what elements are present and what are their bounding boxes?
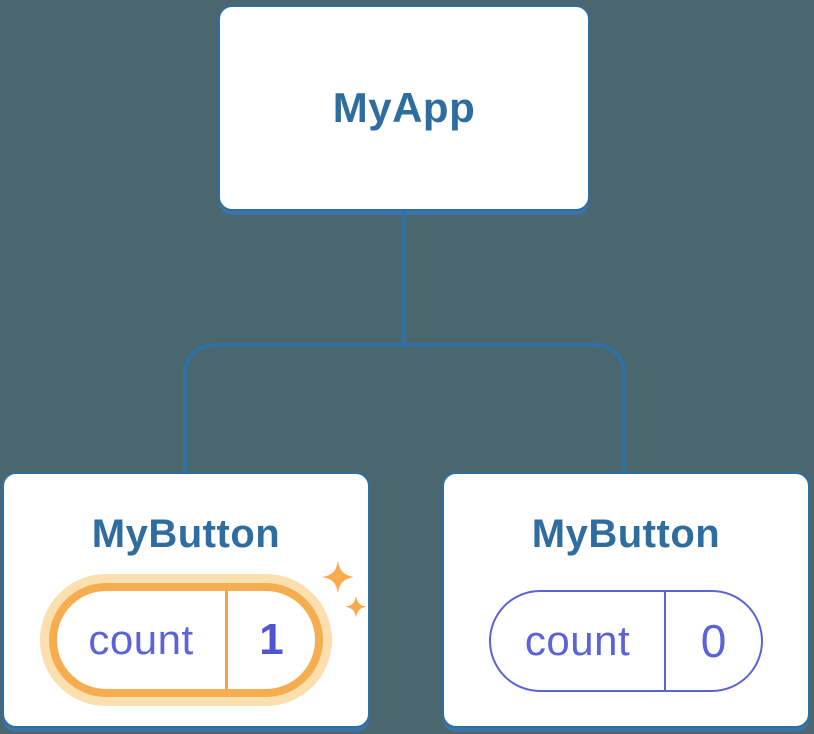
tree-node-root: MyApp: [218, 5, 590, 211]
connector-branch: [183, 343, 626, 473]
state-pill: count 0: [489, 590, 763, 692]
state-key-label: count: [88, 616, 194, 663]
tree-node-child-left: MyButton count 1: [2, 472, 370, 728]
node-title: MyButton: [91, 512, 281, 556]
node-title: MyApp: [332, 84, 476, 131]
state-pill-highlighted: count 1: [49, 583, 323, 697]
sparkle-icon: [322, 561, 367, 618]
state-value: 1: [225, 591, 315, 689]
state-key-label: count: [524, 617, 631, 664]
node-title: MyButton: [531, 512, 721, 556]
sparkle-star-large: [322, 561, 354, 593]
sparkle-star-small: [345, 596, 367, 618]
tree-node-child-right: MyButton count 0: [442, 472, 810, 728]
state-value: 0: [664, 592, 761, 690]
connector-stem: [402, 211, 406, 344]
